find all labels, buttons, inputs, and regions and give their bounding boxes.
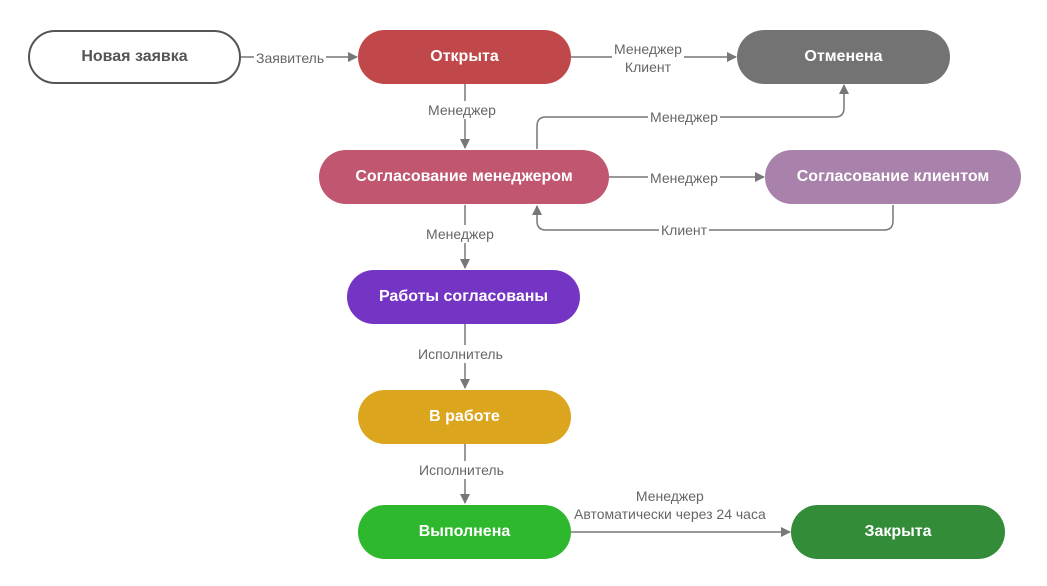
node-in-progress[interactable]: В работе <box>358 390 571 444</box>
node-open[interactable]: Открыта <box>358 30 571 84</box>
edge-label-auto-close: Автоматически через 24 часа <box>574 506 766 522</box>
node-closed[interactable]: Закрыта <box>791 505 1005 559</box>
edge-label-client-mgr: Клиент <box>659 221 710 239</box>
edge-label-open-mgr: Менеджер <box>426 101 498 119</box>
node-client-approval[interactable]: Согласование клиентом <box>765 150 1021 204</box>
node-new-request[interactable]: Новая заявка <box>28 30 241 84</box>
edge-label-manager: Менеджер <box>614 41 682 57</box>
node-done[interactable]: Выполнена <box>358 505 571 559</box>
edge-label-work-done: Исполнитель <box>417 461 506 479</box>
edge-label-done-closed: Менеджер Автоматически через 24 часа <box>572 487 768 523</box>
node-cancelled[interactable]: Отменена <box>737 30 950 84</box>
edge-label-client: Клиент <box>624 59 671 75</box>
edge-label-open-cancel: Менеджер Клиент <box>612 40 684 76</box>
edge-label-applicant: Заявитель <box>254 49 327 67</box>
node-manager-approval[interactable]: Согласование менеджером <box>319 150 609 204</box>
edge-label-mgr-cancel: Менеджер <box>648 108 720 126</box>
edge-label-manager-close: Менеджер <box>635 488 704 504</box>
node-works-approved[interactable]: Работы согласованы <box>347 270 580 324</box>
edge-label-approved-work: Исполнитель <box>416 345 505 363</box>
edge-client-mgr <box>532 205 894 231</box>
edge-label-mgr-client: Менеджер <box>648 169 720 187</box>
edge-label-mgr-approved: Менеджер <box>424 225 496 243</box>
